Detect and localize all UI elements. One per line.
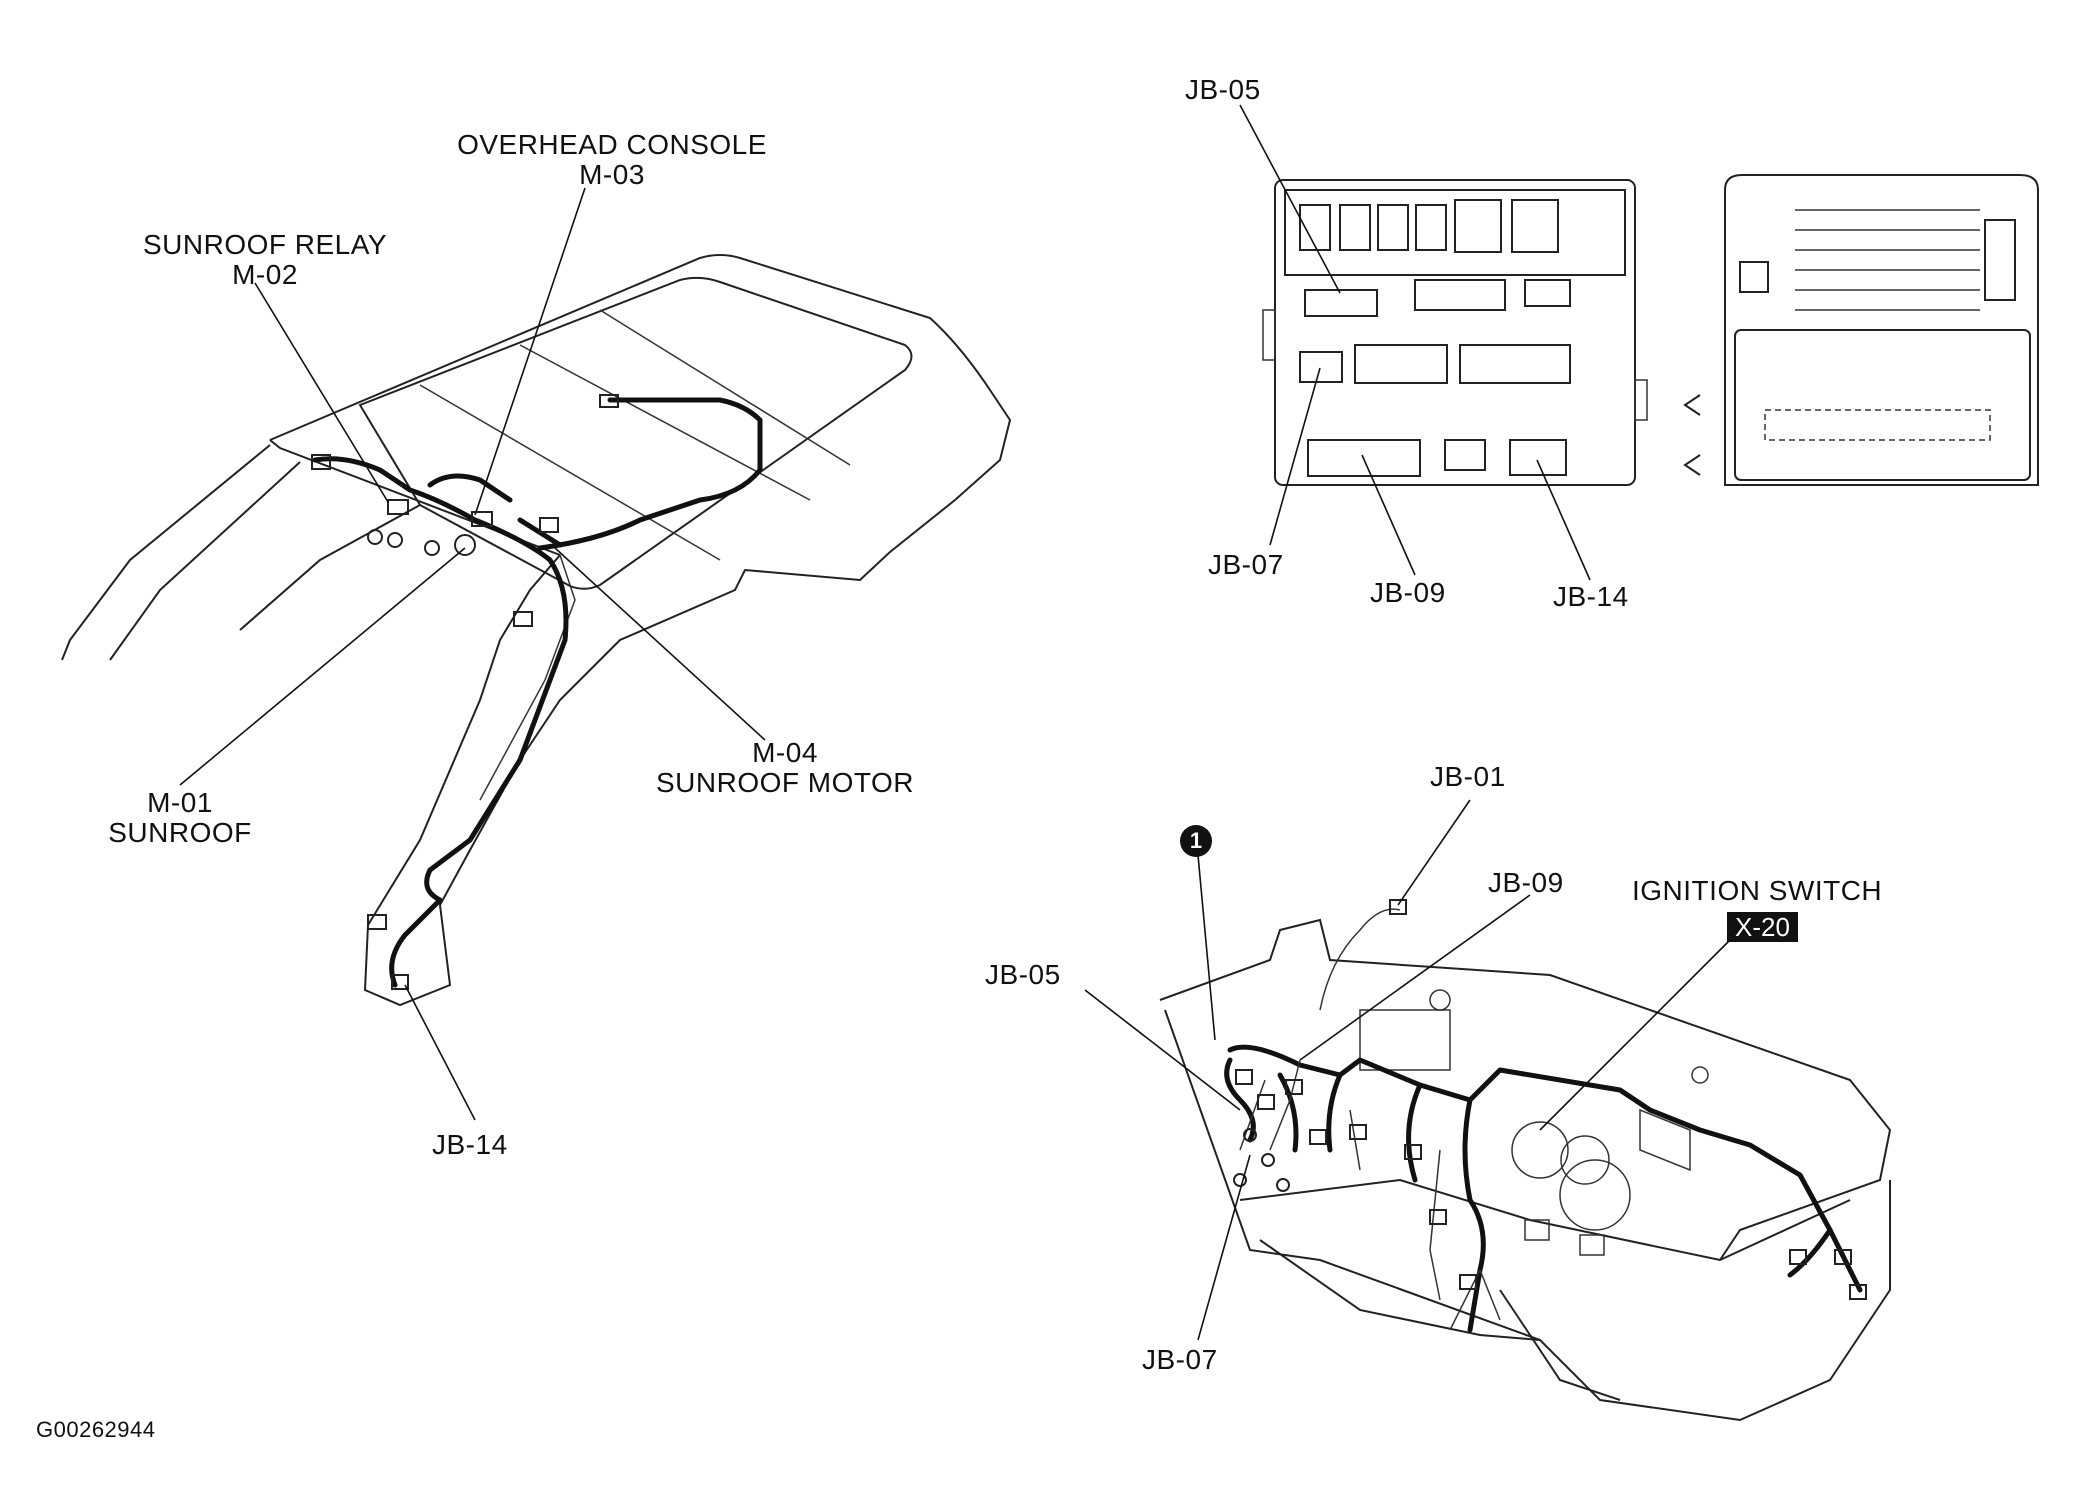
sunroof-relay-code: M-02 <box>232 259 298 290</box>
x20-tag: X-20 <box>1727 912 1798 942</box>
figure-id: G00262944 <box>36 1417 156 1442</box>
dashboard-illustration <box>1084 799 1892 1422</box>
ignition-switch-label: IGNITION SWITCH <box>1632 875 1883 906</box>
dash-jb07-label: JB-07 <box>1142 1344 1218 1375</box>
overhead-console-title: OVERHEAD CONSOLE <box>457 129 767 160</box>
sunroof-code: M-01 <box>147 787 213 818</box>
dash-jb09-label: JB-09 <box>1488 867 1564 898</box>
callout-1-marker: 1 <box>1180 825 1212 857</box>
roof-illustration <box>61 187 1012 1121</box>
overhead-console-code: M-03 <box>579 159 645 190</box>
sunroof-motor-code: M-04 <box>752 737 818 768</box>
roof-jb14-label: JB-14 <box>432 1129 508 1160</box>
jb09-label: JB-09 <box>1370 577 1446 608</box>
sunroof-label: M-01 SUNROOF <box>90 788 270 848</box>
sunroof-motor-title: SUNROOF MOTOR <box>656 767 914 798</box>
junction-box-front <box>1239 104 1648 581</box>
junction-box-rear <box>1683 174 2039 486</box>
sunroof-title: SUNROOF <box>108 817 252 848</box>
dash-jb05-label: JB-05 <box>985 959 1061 990</box>
sunroof-relay-title: SUNROOF RELAY <box>142 229 388 260</box>
overhead-console-label: OVERHEAD CONSOLE M-03 <box>432 130 792 190</box>
dash-jb01-label: JB-01 <box>1430 761 1506 792</box>
jb07-label: JB-07 <box>1208 549 1284 580</box>
sunroof-relay-label: SUNROOF RELAY M-02 <box>100 230 430 290</box>
sunroof-motor-label: M-04 SUNROOF MOTOR <box>630 738 940 798</box>
jb05-label: JB-05 <box>1185 74 1261 105</box>
jb14-label: JB-14 <box>1553 581 1629 612</box>
